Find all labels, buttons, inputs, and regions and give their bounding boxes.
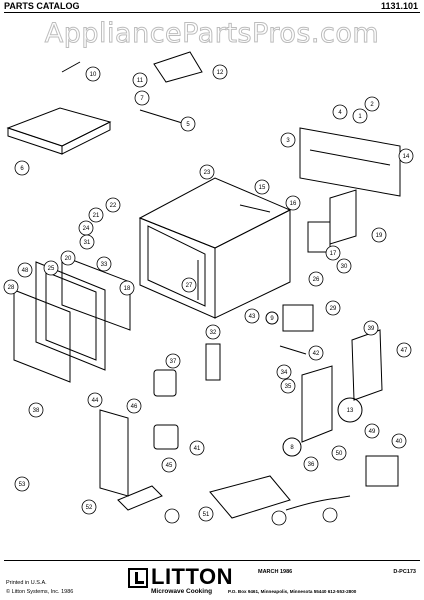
printed-in: Printed in U.S.A.	[6, 580, 47, 586]
watermark: AppliancePartsPros.com	[44, 18, 380, 50]
callout-number: 23	[204, 170, 211, 176]
callout-number: 25	[48, 266, 55, 272]
page-header: PARTS CATALOG 1131.101	[0, 0, 424, 14]
copyright: © Litton Systems, Inc. 1986	[6, 589, 74, 595]
callout-number: 45	[166, 463, 173, 469]
part-43-duct	[351, 329, 383, 401]
part-53-rail	[117, 485, 163, 511]
company-address: P.O. Box 9461, Minneapolis, Minnesota 55…	[228, 589, 357, 594]
part-3-strip	[239, 204, 271, 213]
callout-number: 2	[370, 102, 374, 108]
callout-number: 38	[33, 408, 40, 414]
callout-number: 17	[330, 251, 337, 257]
catalog-title: PARTS CATALOG	[4, 1, 80, 11]
callout-number: 28	[8, 285, 15, 291]
callout-number: 15	[259, 185, 266, 191]
part-49-transformer	[365, 455, 399, 487]
callout-number: 31	[84, 240, 91, 246]
callout-number: 11	[137, 78, 144, 84]
callout-number: 26	[313, 277, 320, 283]
callout-number: 36	[308, 462, 315, 468]
callout-number: 14	[403, 154, 410, 160]
callout-number: 5	[186, 122, 190, 128]
cabinet-outer-shell	[138, 177, 292, 319]
part-33-door-panel	[13, 289, 71, 383]
callout-number: 6	[20, 166, 24, 172]
callout-number: 39	[368, 326, 375, 332]
callout-number: 53	[19, 482, 26, 488]
part-36-motor	[153, 369, 177, 397]
callout-number: 1	[358, 114, 362, 120]
callout-number: 24	[83, 226, 90, 232]
callout-number: 35	[285, 384, 292, 390]
callout-number: 51	[203, 512, 210, 518]
callout-number: 3	[286, 138, 290, 144]
part-30-screen	[61, 255, 131, 331]
part-44-fan	[337, 397, 363, 423]
callout-number: 20	[65, 256, 72, 262]
callout-number: 37	[170, 359, 177, 365]
callout-number: 21	[93, 213, 100, 219]
callout-number: 41	[194, 446, 201, 452]
callout-number: 10	[90, 72, 97, 78]
header-rule	[4, 12, 420, 13]
part-51-cable	[285, 495, 351, 511]
part-22-capacitor	[307, 221, 331, 253]
catalog-number: 1131.101	[380, 1, 418, 11]
callout-number: 52	[86, 505, 93, 511]
brand-name: LITTON	[151, 564, 234, 589]
callout-number: 7	[140, 96, 144, 102]
callout-number: 49	[369, 429, 376, 435]
callout-number: 22	[110, 203, 117, 209]
issue-date: MARCH 1986	[258, 569, 293, 575]
callout-number: 29	[330, 306, 337, 312]
callout-number: 27	[186, 283, 193, 289]
brand-subtitle: Microwave Cooking	[151, 588, 213, 595]
part-12-base-plate	[6, 107, 112, 147]
part-29-switch	[205, 343, 221, 381]
part-21-bracket	[329, 189, 357, 245]
part-46-switch	[282, 437, 302, 457]
part-50-plate	[209, 475, 291, 519]
callout-number: 43	[249, 314, 256, 320]
part-31-door-frame	[35, 261, 106, 371]
callout-number: 13	[347, 408, 354, 414]
callout-number: 32	[210, 330, 217, 336]
part-13-strip	[61, 61, 81, 73]
callout-number: 12	[217, 70, 224, 76]
callout-number: 46	[131, 404, 138, 410]
litton-logo-icon	[128, 568, 148, 588]
callout-number: 18	[124, 286, 131, 292]
part-45-housing	[301, 365, 333, 443]
callout-number: 33	[101, 262, 108, 268]
part-2-back-panel	[299, 127, 401, 197]
part-37-motor	[153, 424, 179, 450]
part-28-strip	[279, 345, 307, 355]
callout-number: 34	[281, 370, 288, 376]
part-27-ring	[265, 311, 279, 325]
callout-number: 8	[290, 445, 294, 451]
part-8-fan-blade	[153, 51, 203, 83]
callout-number: 48	[22, 268, 29, 274]
callout-number: 42	[313, 351, 320, 357]
callout-number: 9	[270, 316, 274, 322]
callout-number: 30	[341, 264, 348, 270]
callout-number: 40	[396, 439, 403, 445]
callout-number: 50	[336, 451, 343, 457]
document-code: D-PC173	[393, 569, 416, 575]
callout-number: 19	[376, 233, 383, 239]
page-footer: Printed in U.S.A. © Litton Systems, Inc.…	[0, 560, 424, 600]
part-26-magnetron	[282, 304, 314, 332]
callout-number: 4	[338, 110, 342, 116]
part-40-bracket	[99, 409, 129, 497]
footer-rule	[4, 560, 420, 561]
callout-number: 44	[92, 398, 99, 404]
callout-number: 47	[401, 348, 408, 354]
callout-number: 16	[290, 201, 297, 207]
